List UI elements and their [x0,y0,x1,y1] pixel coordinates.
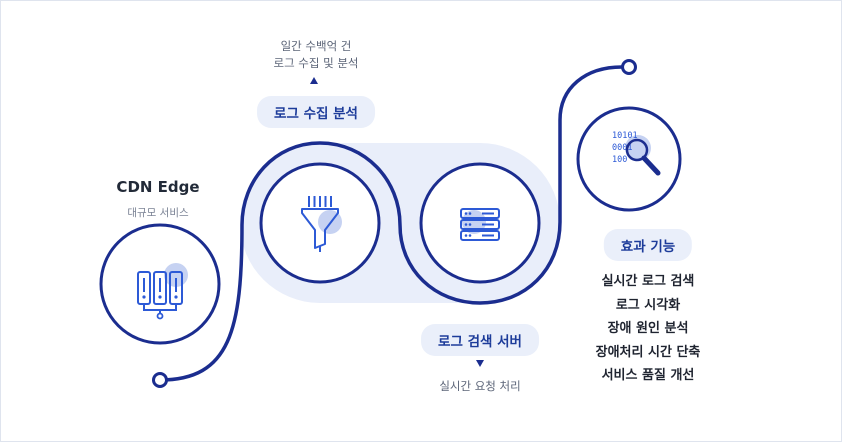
search-label: 로그 검색 서버 [421,324,539,356]
arrow-up-icon [310,77,318,84]
cdn-title: CDN Edge [116,178,200,196]
flow-connector [158,65,624,382]
cdn-node [99,223,221,345]
binary-line-1: 10101 [612,131,638,141]
funnel-filter-icon [301,196,342,252]
effect-item: 실시간 로그 검색 [601,274,695,289]
end-endpoint [621,59,637,75]
effect-item: 장애처리 시간 단축 [595,344,701,360]
collect-note-line2: 로그 수집 및 분석 [273,56,359,70]
collect-note: 일간 수백억 건 로그 수집 및 분석 [273,38,358,72]
collect-note-line1: 일간 수백억 건 [280,39,352,53]
collect-node [259,162,381,284]
magnifier-binary-icon: 10101 0001 100 [612,131,661,176]
cdn-subtitle: 대규모 서비스 [127,207,189,219]
effect-item: 로그 시각화 [615,297,681,313]
effect-label: 효과 기능 [603,229,693,261]
effect-item: 장애 원인 분석 [607,321,689,336]
effect-item: 서비스 품질 개선 [601,368,695,383]
effect-node: 10101 0001 100 [576,106,682,212]
search-note: 실시간 요청 처리 [439,379,521,393]
collect-label: 로그 수집 분석 [257,96,375,128]
server-rack-icon [137,263,188,320]
effect-list: 실시간 로그 검색 로그 시각화 장애 원인 분석 장애처리 시간 단축 서비스… [596,270,701,388]
start-endpoint [152,372,168,388]
database-server-icon [460,208,500,241]
binary-line-2: 0001 [612,143,632,153]
search-node [419,162,541,284]
arrow-down-icon [476,360,484,367]
binary-line-3: 100 [612,155,627,165]
